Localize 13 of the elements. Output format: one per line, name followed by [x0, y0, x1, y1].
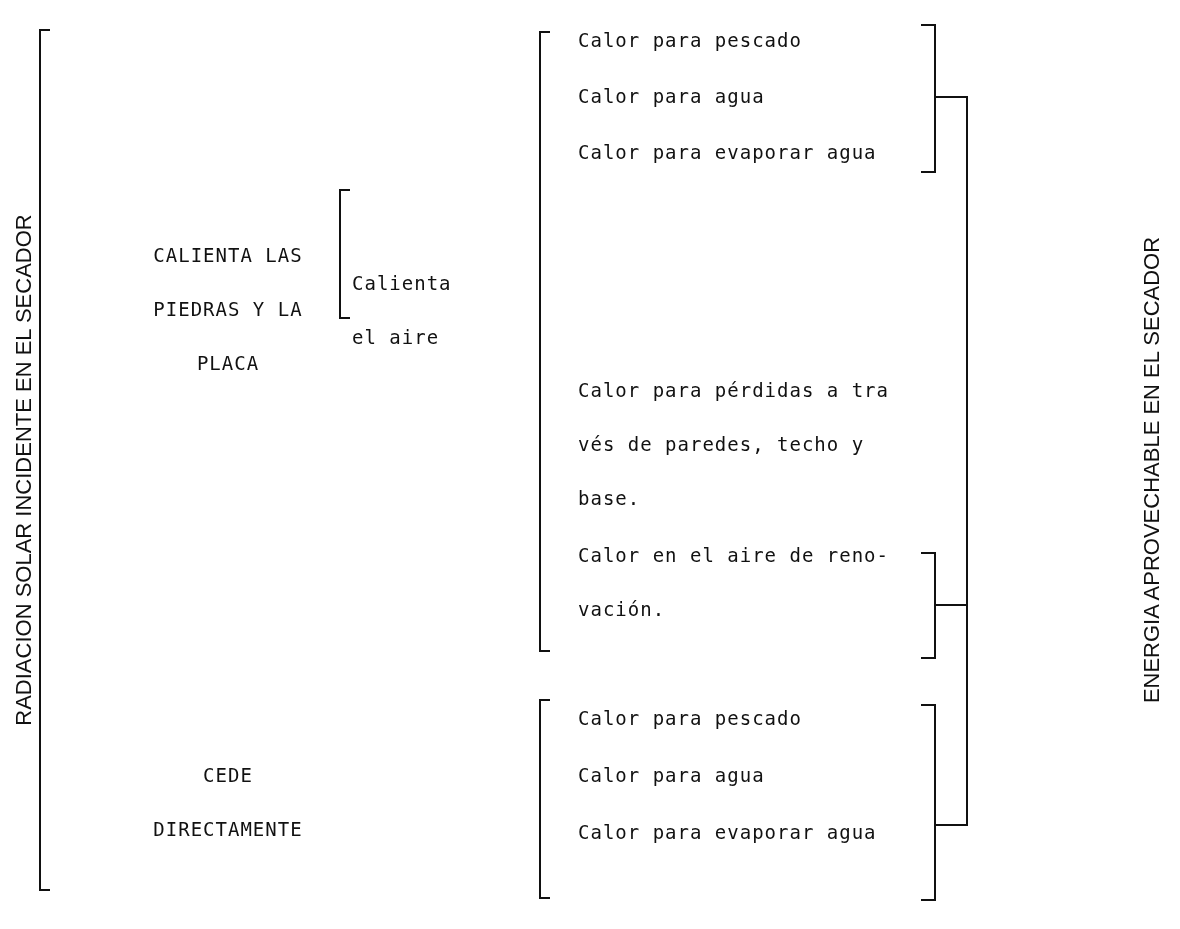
list-text: Calor en el aire de reno- vación.: [578, 543, 890, 622]
list-text: Calor para pescado: [578, 28, 803, 53]
list-text: Calor para agua: [578, 763, 766, 788]
rotated-heading: ENERGIA APROVECHABLE EN EL SECADOR: [1139, 236, 1165, 704]
rotated-heading: RADIACION SOLAR INCIDENTE EN EL SECADOR: [11, 214, 37, 726]
list-text: Calor para evaporar agua: [578, 820, 878, 845]
list-text: CEDE DIRECTAMENTE: [152, 763, 304, 842]
list-text: CALIENTA LAS PIEDRAS Y LA PLACA: [152, 243, 304, 376]
list-text: Calienta el aire: [352, 271, 453, 350]
list-text: Calor para agua: [578, 84, 766, 109]
list-text: Calor para pescado: [578, 706, 803, 731]
list-text: Calor para evaporar agua: [578, 140, 878, 165]
list-text: Calor para pérdidas a tra vés de paredes, techo y base.: [578, 378, 890, 511]
